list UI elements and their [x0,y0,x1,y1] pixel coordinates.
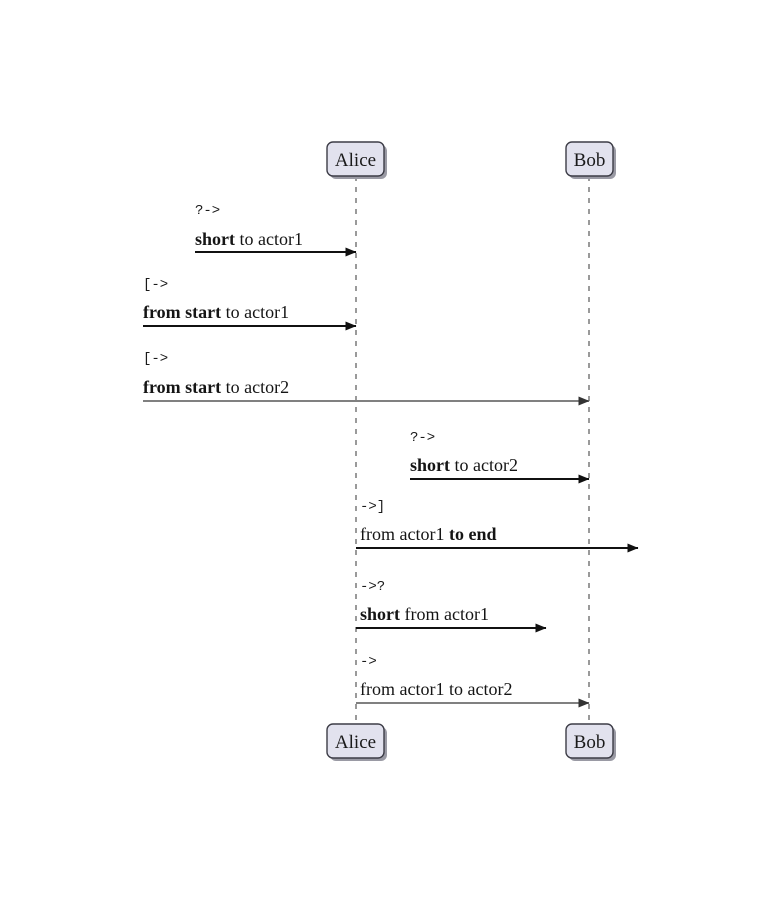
actor-box-alice-top[interactable]: Alice [326,141,387,179]
message-syntax-1: ?-> [195,203,220,219]
actor-label-alice: Alice [335,150,376,171]
message-label-part: from actor1 to actor2 [360,679,512,699]
message-label-part: from actor1 [400,604,489,624]
message-syntax-4: ?-> [410,430,435,446]
message-syntax-6: ->? [360,579,385,595]
message-label-5: from actor1 to end [360,524,496,544]
message-label-part: short [410,455,450,475]
actor-box-rect[interactable] [565,723,614,759]
message-label-6: short from actor1 [360,604,489,624]
message-label-part: from actor1 [360,524,449,544]
actor-label-alice: Alice [335,732,376,753]
message-label-part: short [360,604,400,624]
message-syntax-2: [-> [143,277,168,293]
message-syntax-3: [-> [143,351,168,367]
actor-box-rect[interactable] [326,141,385,177]
message-label-4: short to actor2 [410,455,518,475]
message-label-part: to actor1 [221,302,289,322]
actor-box-bob-top[interactable]: Bob [565,141,616,179]
message-label-2: from start to actor1 [143,302,289,322]
message-syntax-5: ->] [360,499,385,515]
messages-group: ?-> short to actor1 [-> from start to actor… [143,203,639,708]
actor-box-rect[interactable] [565,141,614,177]
message-label-part: from start [143,302,221,322]
message-label-part: to actor2 [221,377,289,397]
message-label-part: short [195,229,235,249]
message-syntax-7: -> [360,654,377,670]
message-label-1: short to actor1 [195,229,303,249]
message-label-part: from start [143,377,221,397]
actor-box-bob-bottom[interactable]: Bob [565,723,616,761]
message-label-7: from actor1 to actor2 [360,679,512,699]
message-label-3: from start to actor2 [143,377,289,397]
actor-box-alice-bottom[interactable]: Alice [326,723,387,761]
message-label-part: to end [449,524,497,544]
actor-label-bob: Bob [574,150,606,171]
actor-box-rect[interactable] [326,723,385,759]
actor-label-bob: Bob [574,732,606,753]
lifelines-group [355,176,590,724]
message-label-part: to actor1 [235,229,303,249]
message-label-part: to actor2 [450,455,518,475]
